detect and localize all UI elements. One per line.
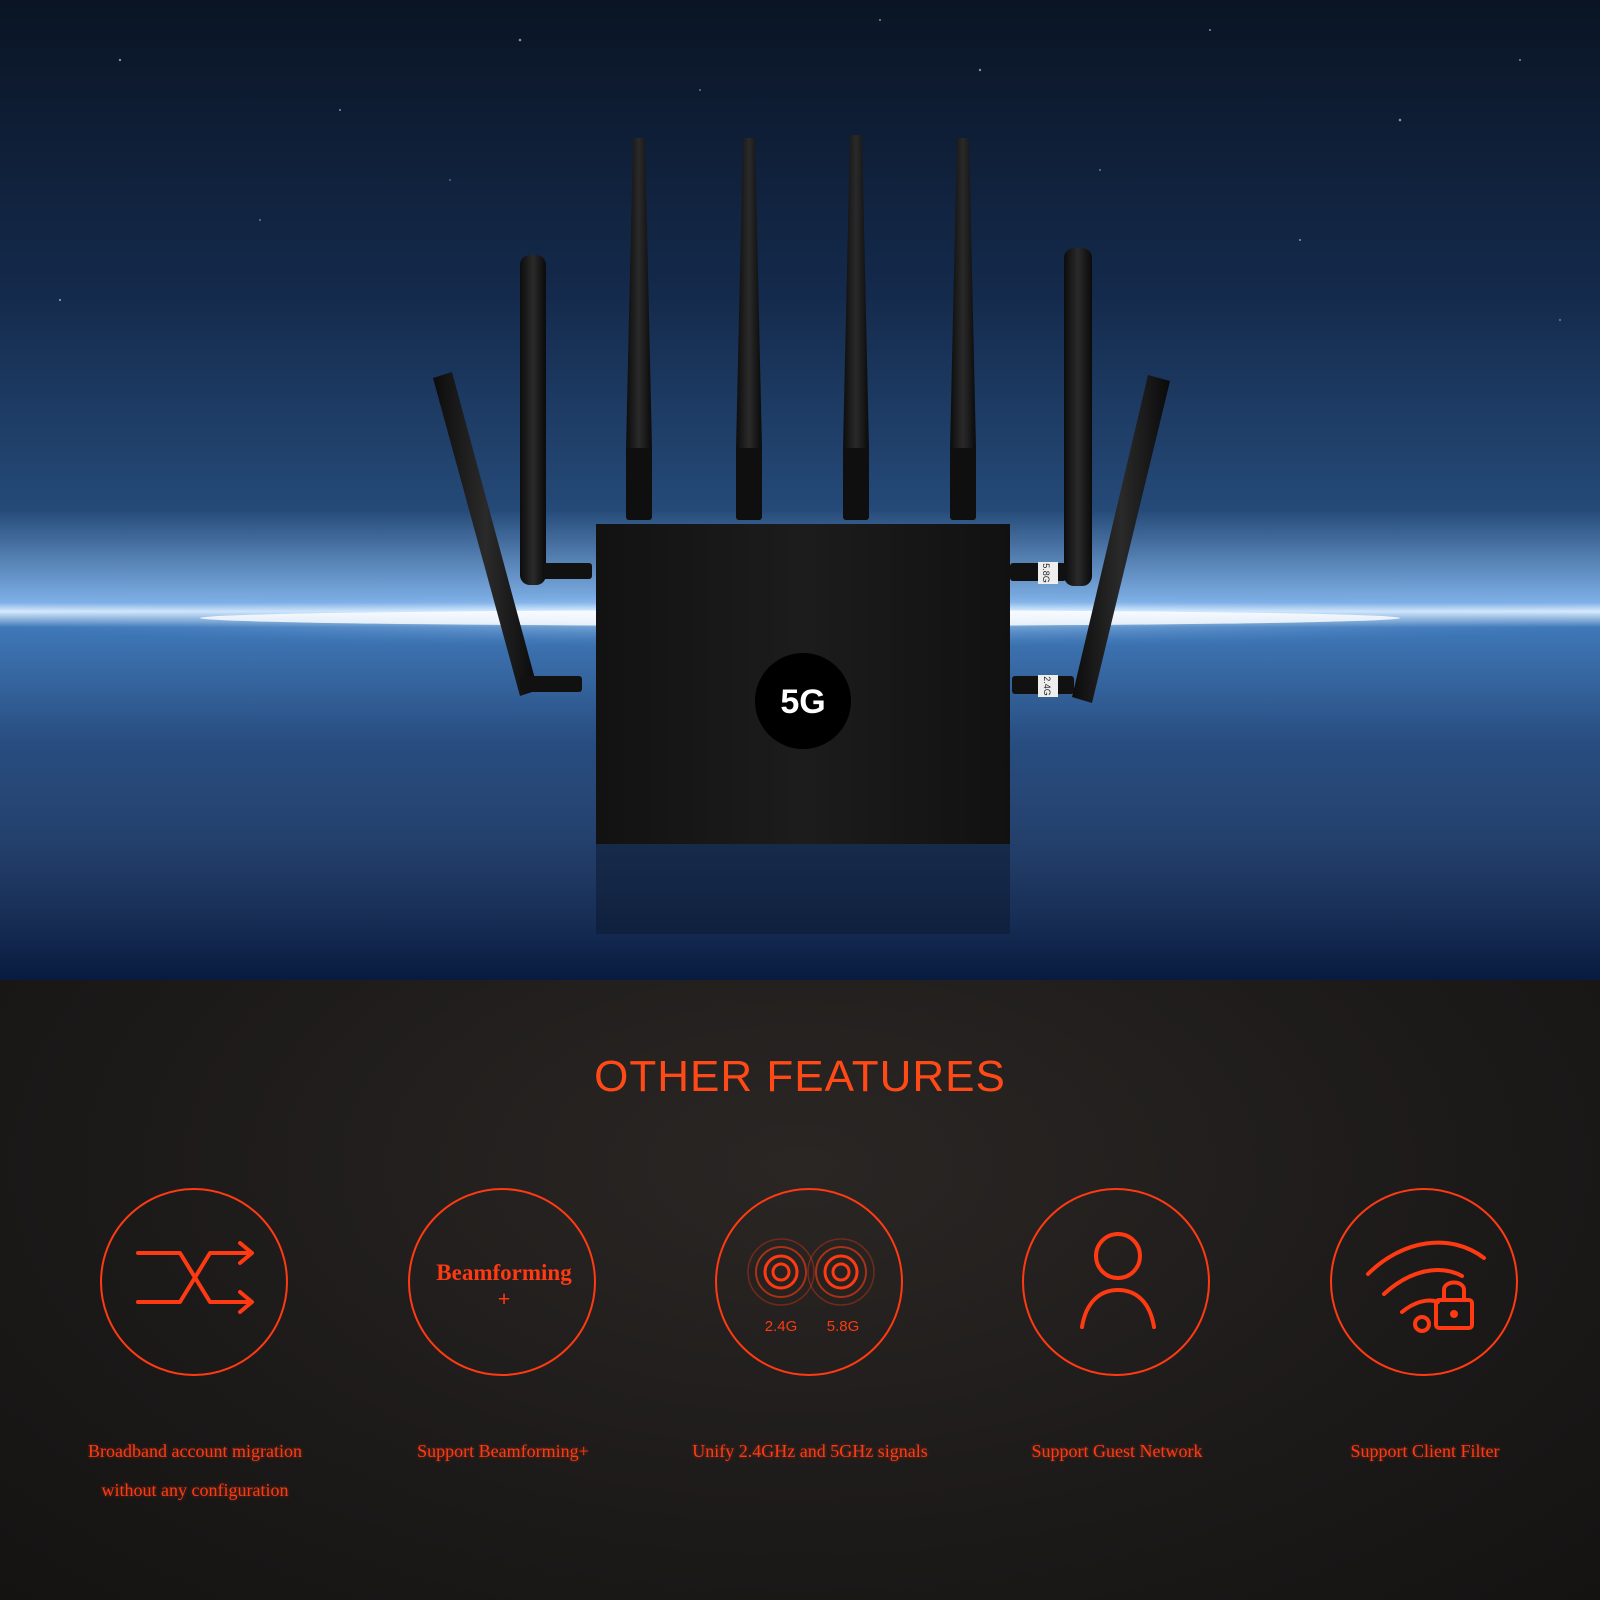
feature-label: Broadband account migration without any …: [45, 1432, 345, 1510]
band-label-58g: 5.8G: [827, 1318, 860, 1335]
feature-label-line1: Support Client Filter: [1350, 1441, 1500, 1461]
feature-icon-circle: [1330, 1188, 1518, 1376]
user-icon: [1080, 1232, 1156, 1329]
antenna: [1012, 375, 1170, 703]
router-product-image: 5G 5.8G 2.4G: [0, 19, 1600, 980]
feature-label-line1: Support Beamforming+: [417, 1441, 589, 1461]
wifi-lock-icon: [1366, 1240, 1486, 1333]
port-label-24g: 2.4G: [1042, 676, 1052, 696]
antenna: [1010, 248, 1092, 586]
beamforming-icon-plus: +: [497, 1286, 511, 1311]
shuffle-arrows-icon: [136, 1241, 254, 1314]
antenna: [520, 255, 592, 585]
antenna: [736, 138, 762, 520]
badge-label: 5G: [780, 683, 825, 721]
feature-label: Support Guest Network: [967, 1432, 1267, 1471]
feature-label-line1: Support Guest Network: [1031, 1441, 1203, 1461]
port-label-58g: 5.8G: [1041, 563, 1051, 583]
dual-band-rings-icon: 2.4G 5.8G: [747, 1238, 875, 1335]
feature-label-line1: Broadband account migration: [88, 1441, 302, 1461]
5g-badge: 5G: [755, 653, 851, 749]
beamforming-text-icon: Beamforming +: [410, 1260, 598, 1312]
feature-label-line1: Unify 2.4GHz and 5GHz signals: [692, 1441, 928, 1461]
feature-icon-circle: [1022, 1188, 1210, 1376]
feature-icon-circle: Beamforming +: [408, 1188, 596, 1376]
band-label-24g: 2.4G: [765, 1318, 798, 1335]
antenna: [843, 135, 869, 520]
stars: [58, 19, 1561, 321]
antenna: [950, 138, 976, 520]
feature-label: Support Client Filter: [1275, 1432, 1575, 1471]
beamforming-icon-text: Beamforming: [436, 1260, 572, 1285]
feature-label: Unify 2.4GHz and 5GHz signals: [660, 1432, 960, 1471]
feature-label-line2: without any configuration: [101, 1480, 289, 1500]
antenna: [433, 372, 582, 696]
antenna: [626, 138, 652, 520]
feature-icon-circle: 2.4G 5.8G: [715, 1188, 903, 1376]
feature-icon-circle: [100, 1188, 288, 1376]
hero-banner: 5G 5.8G 2.4G: [0, 0, 1600, 980]
section-title: OTHER FEATURES: [594, 1052, 1006, 1101]
feature-label: Support Beamforming+: [353, 1432, 653, 1471]
